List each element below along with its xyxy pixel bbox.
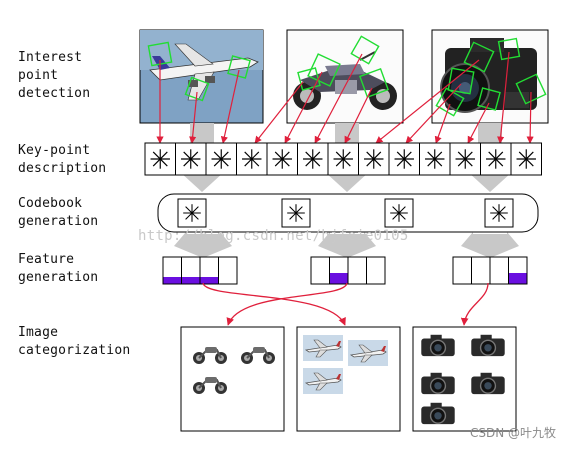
descriptor-box xyxy=(358,142,390,176)
codebook-container xyxy=(157,193,539,233)
descriptor-icon xyxy=(302,148,324,170)
keypoint-arrows xyxy=(156,51,534,144)
descriptor-box xyxy=(297,142,329,176)
histogram-bin xyxy=(489,256,509,285)
histogram-bin xyxy=(347,256,367,285)
descriptor-icon xyxy=(424,148,446,170)
histogram-bin xyxy=(366,256,386,285)
descriptor-icon xyxy=(241,148,263,170)
descriptor-icon xyxy=(332,148,354,170)
descriptor-icon xyxy=(393,148,415,170)
descriptor-box xyxy=(144,142,176,176)
descriptor-box xyxy=(236,142,268,176)
stage-label-codebook: Codebook generation xyxy=(18,196,99,229)
codeword-icon xyxy=(489,203,509,223)
category-box xyxy=(180,326,285,432)
codebook-row xyxy=(177,198,514,228)
watermark-text: http://blog.csdn.net/hjfeie0105 xyxy=(138,228,409,244)
histogram-bin xyxy=(218,256,238,285)
descriptor-box xyxy=(266,142,298,176)
stage-label-categorization: Image categorization xyxy=(18,325,131,358)
descriptor-icon xyxy=(149,148,171,170)
codeword-icon xyxy=(286,203,306,223)
credit-text: CSDN @叶九牧 xyxy=(469,426,556,440)
category-row xyxy=(180,326,517,432)
category-links xyxy=(202,282,489,326)
codebook-word xyxy=(484,198,514,228)
feature-histogram xyxy=(310,256,386,285)
histogram-fill xyxy=(330,273,348,284)
feature-histogram xyxy=(162,256,238,285)
descriptor-box xyxy=(388,142,420,176)
input-image-motorcycle xyxy=(286,29,404,124)
histogram-fill xyxy=(163,277,181,284)
feature-histogram xyxy=(452,256,528,285)
keypoint-boxes xyxy=(147,35,547,117)
descriptor-icon xyxy=(363,148,385,170)
histogram-fill xyxy=(200,277,218,284)
descriptor-box xyxy=(205,142,237,176)
histogram-bin xyxy=(471,256,491,285)
descriptor-icon xyxy=(515,148,537,170)
histogram-fill xyxy=(182,277,200,284)
descriptor-box xyxy=(175,142,207,176)
descriptor-box xyxy=(419,142,451,176)
codebook-word xyxy=(384,198,414,228)
category-box xyxy=(296,326,401,432)
codeword-icon xyxy=(182,203,202,223)
descriptor-icon xyxy=(210,148,232,170)
histogram-row xyxy=(162,256,528,285)
descriptor-box xyxy=(510,142,542,176)
stage-label-feature: Feature generation xyxy=(18,252,99,285)
codebook-word xyxy=(177,198,207,228)
stage-label-detection: Interest point detection xyxy=(18,50,91,101)
histogram-fill xyxy=(509,273,527,284)
descriptor-box xyxy=(449,142,481,176)
histogram-bin xyxy=(310,256,330,285)
descriptor-row xyxy=(144,142,542,176)
descriptor-icon xyxy=(454,148,476,170)
descriptor-icon xyxy=(485,148,507,170)
histogram-bin xyxy=(452,256,472,285)
descriptor-icon xyxy=(180,148,202,170)
stage-label-description: Key-point description xyxy=(18,143,107,176)
descriptor-icon xyxy=(271,148,293,170)
category-box xyxy=(412,326,517,432)
codebook-word xyxy=(281,198,311,228)
codeword-icon xyxy=(389,203,409,223)
descriptor-box xyxy=(327,142,359,176)
descriptor-box xyxy=(480,142,512,176)
